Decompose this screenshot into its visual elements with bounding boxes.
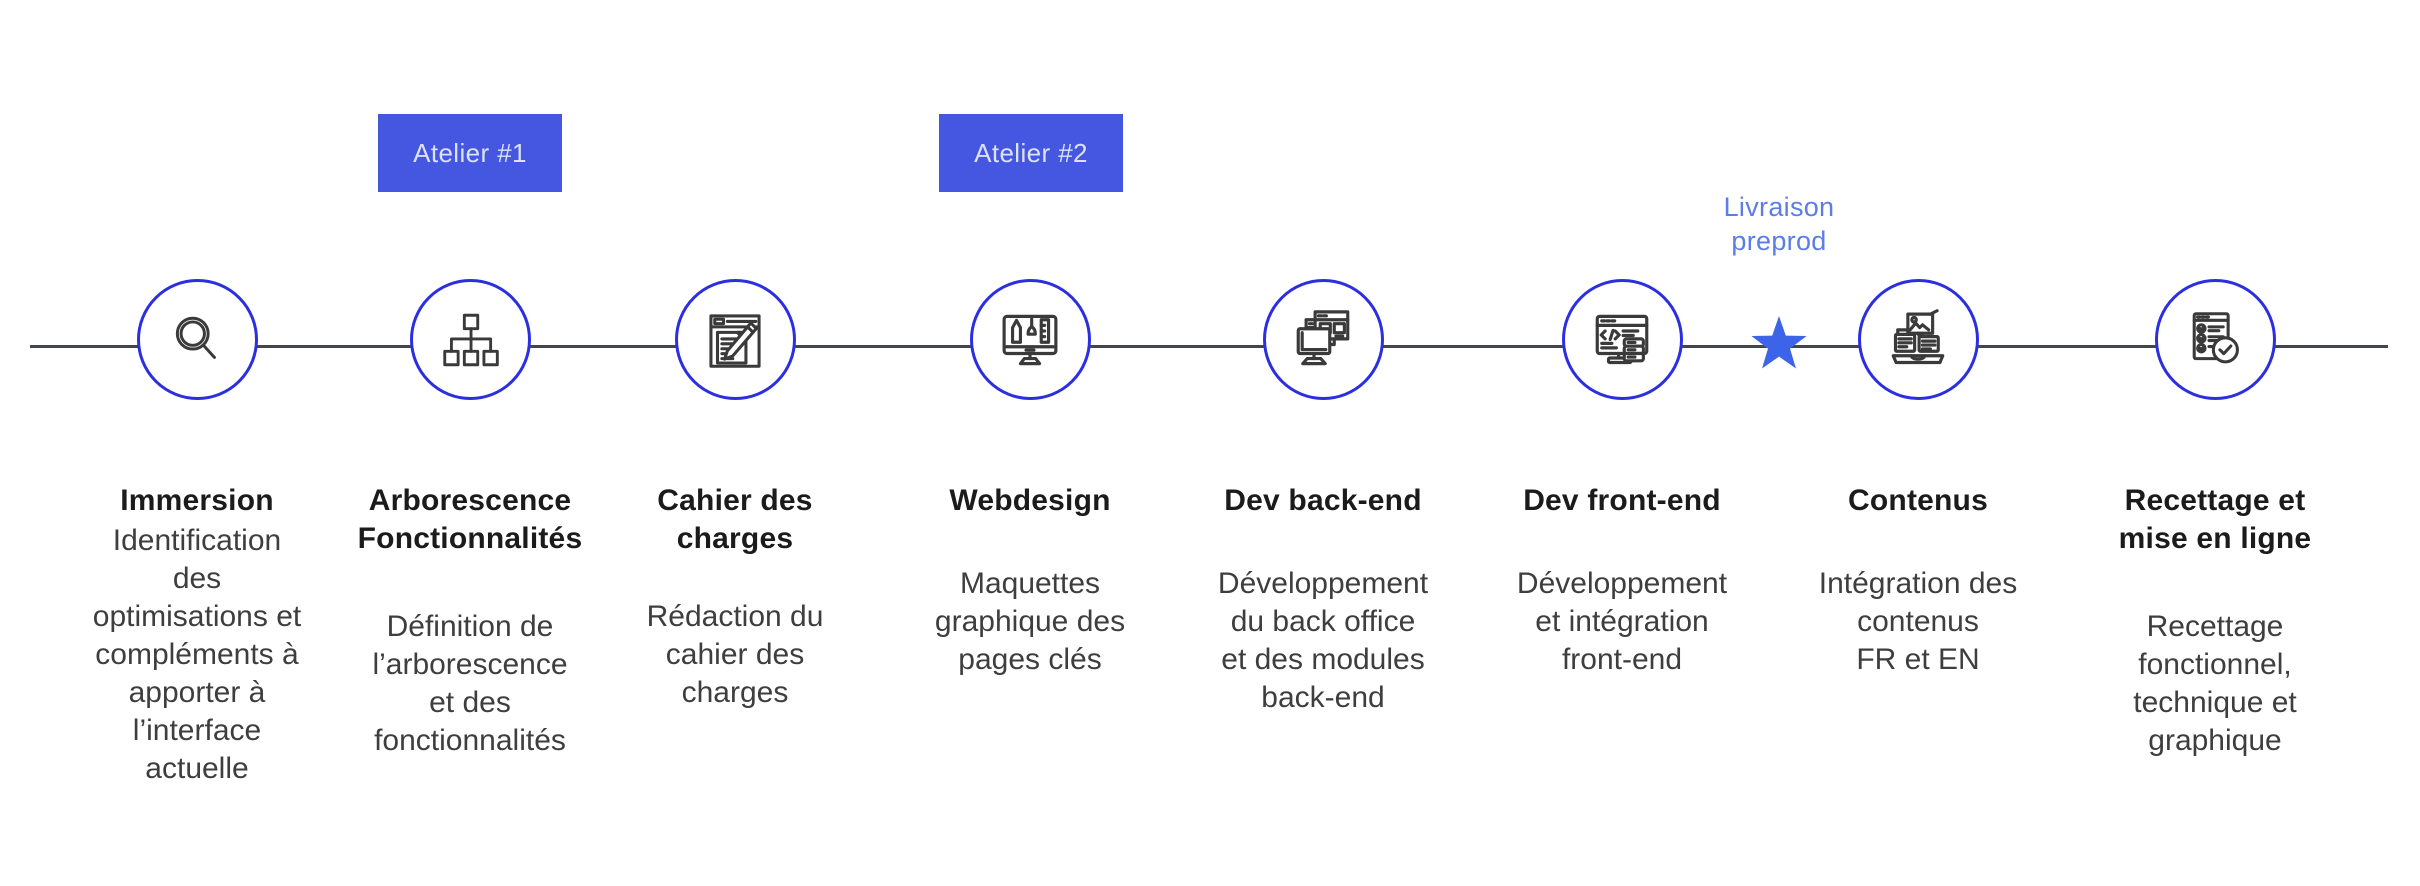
checklist-check-icon <box>2180 305 2250 375</box>
step-node <box>1857 279 1979 400</box>
step-column-cahier-des-charges: Cahier des charges Rédaction du cahier d… <box>595 279 875 712</box>
step-node <box>969 279 1091 400</box>
step-node <box>1561 279 1683 400</box>
step-title: Immersion <box>120 484 274 517</box>
step-node <box>2154 279 2276 400</box>
step-column-dev-back-end: Dev back-end Développement du back offic… <box>1183 279 1463 717</box>
step-column-webdesign: Webdesign Maquettes graphique des pages … <box>890 279 1170 679</box>
step-description: Identification des optimisations et comp… <box>92 524 302 785</box>
step-description: Recettage fonctionnel, technique et grap… <box>2133 610 2297 757</box>
step-title: Dev front-end <box>1523 484 1721 517</box>
timeline-line <box>30 345 2388 348</box>
document-pencil-icon <box>700 305 770 375</box>
step-title: Contenus <box>1848 484 1988 517</box>
atelier-1-badge: Atelier #1 <box>378 114 562 192</box>
step-column-recettage: Recettage et mise en ligne Recettage fon… <box>2075 279 2355 760</box>
design-monitor-icon <box>994 304 1066 376</box>
step-title: Cahier des charges <box>657 484 813 555</box>
step-description: Définition de l’arborescence et des fonc… <box>372 610 568 757</box>
step-node <box>136 279 258 400</box>
step-column-dev-front-end: Dev front-end Développement et intégrati… <box>1482 279 1762 679</box>
step-title: Webdesign <box>949 484 1111 517</box>
step-description: Développement et intégration front-end <box>1516 567 1728 676</box>
step-description: Développement du back office et des modu… <box>1217 567 1429 714</box>
step-title: Arborescence Fonctionnalités <box>357 484 583 555</box>
step-column-arborescence: Arborescence Fonctionnalités Définition … <box>330 279 610 760</box>
laptop-content-icon <box>1882 304 1954 376</box>
stacked-windows-icon <box>1287 304 1359 376</box>
step-column-contenus: Contenus Intégration des contenus FR et … <box>1778 279 2058 679</box>
atelier-2-badge-label: Atelier #2 <box>974 137 1088 168</box>
step-title: Dev back-end <box>1224 484 1422 517</box>
step-description: Maquettes graphique des pages clés <box>934 567 1126 676</box>
step-description: Rédaction du cahier des charges <box>646 600 824 709</box>
step-column-immersion: Immersion Identification des optimisatio… <box>57 279 337 788</box>
atelier-2-badge: Atelier #2 <box>939 114 1123 192</box>
milestone-label: Livraison preprod <box>1723 192 1835 256</box>
atelier-1-badge-label: Atelier #1 <box>413 137 527 168</box>
step-description: Intégration des contenus FR et EN <box>1818 567 2018 676</box>
step-node <box>409 279 531 400</box>
step-title: Recettage et mise en ligne <box>2118 484 2312 555</box>
step-node <box>1262 279 1384 400</box>
browser-code-icon <box>1586 304 1658 376</box>
star-icon <box>1750 316 1808 377</box>
sitemap-icon <box>437 307 503 373</box>
magnifier-icon <box>163 306 231 374</box>
step-node <box>674 279 796 400</box>
